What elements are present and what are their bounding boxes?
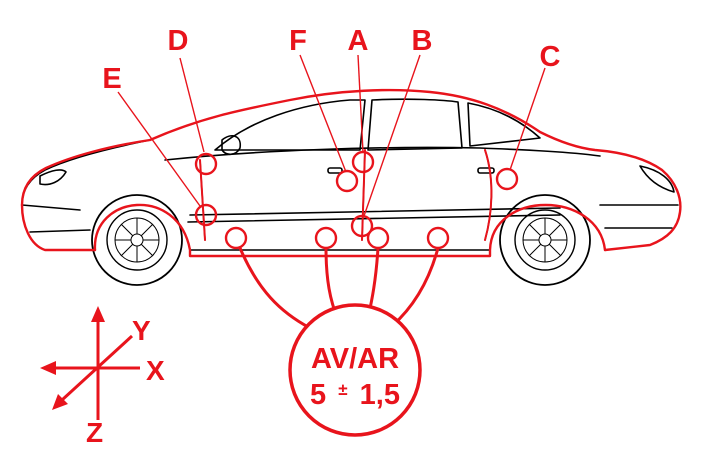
marker-circle-a	[351, 150, 375, 174]
sill-circle-3	[366, 226, 390, 250]
callout-circle	[288, 303, 422, 437]
axis-triad	[40, 306, 140, 420]
marker-circle-d	[194, 152, 218, 176]
axis-labels: Y X Z	[86, 315, 165, 448]
gap-point-markers	[194, 150, 519, 250]
marker-label-c: C	[540, 41, 561, 73]
marker-label-f: F	[289, 25, 307, 57]
sill-circle-1	[224, 226, 248, 250]
marker-label-b: B	[412, 25, 433, 57]
axis-label-y: Y	[132, 315, 151, 346]
marker-circle-c	[495, 167, 519, 191]
front-wheel	[91, 194, 183, 286]
axis-label-z: Z	[86, 417, 103, 448]
marker-label-e: E	[102, 63, 121, 95]
axis-label-x: X	[146, 355, 165, 386]
leader-lines	[117, 54, 546, 217]
marker-label-d: D	[168, 25, 189, 57]
callout-line1: AV/AR	[311, 343, 399, 375]
rear-wheel	[499, 194, 591, 286]
marker-letters: D E F A B C	[102, 25, 560, 95]
red-overlay	[20, 88, 682, 258]
marker-circle-e	[194, 203, 218, 227]
marker-label-a: A	[348, 25, 369, 57]
marker-circle-f	[335, 169, 359, 193]
callout-value: 5 ± 1,5	[310, 370, 400, 411]
marker-circle-b	[350, 214, 374, 238]
sill-circle-4	[426, 226, 450, 250]
sill-circle-2	[314, 226, 338, 250]
